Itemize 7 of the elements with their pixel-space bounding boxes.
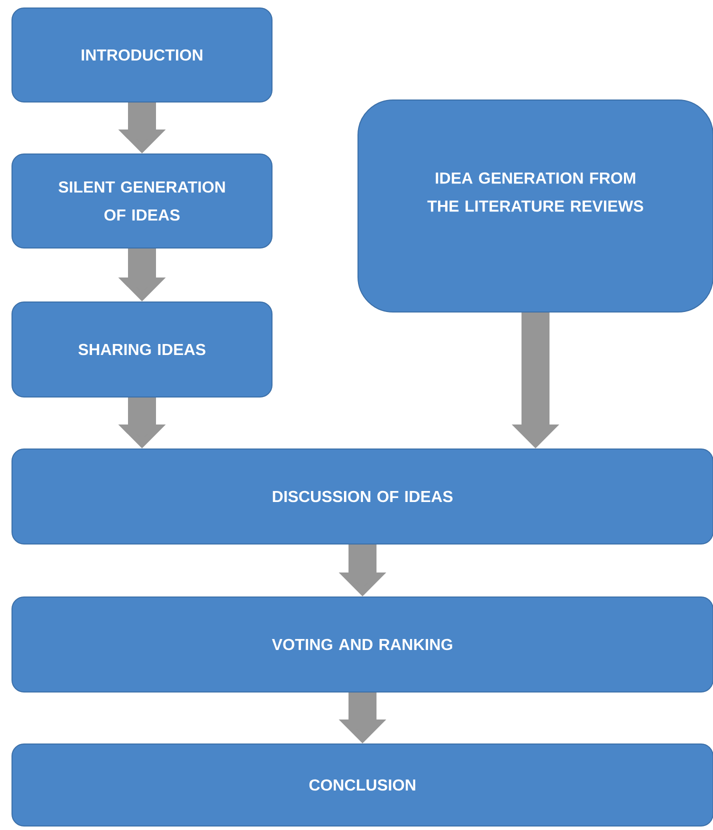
- process-box: SHARING IDEAS: [12, 302, 272, 398]
- process-box: IDEA GENERATION FROM THE LITERATURE REVIEWS: [358, 100, 713, 312]
- process-box: SILENT GENERATION OF IDEAS: [12, 154, 272, 248]
- process-box: VOTING AND RANKING: [12, 596, 713, 692]
- process-box: INTRODUCTION: [12, 8, 272, 102]
- process-box: DISCUSSION OF IDEAS: [12, 448, 713, 544]
- process-box: CONCLUSION: [12, 744, 713, 826]
